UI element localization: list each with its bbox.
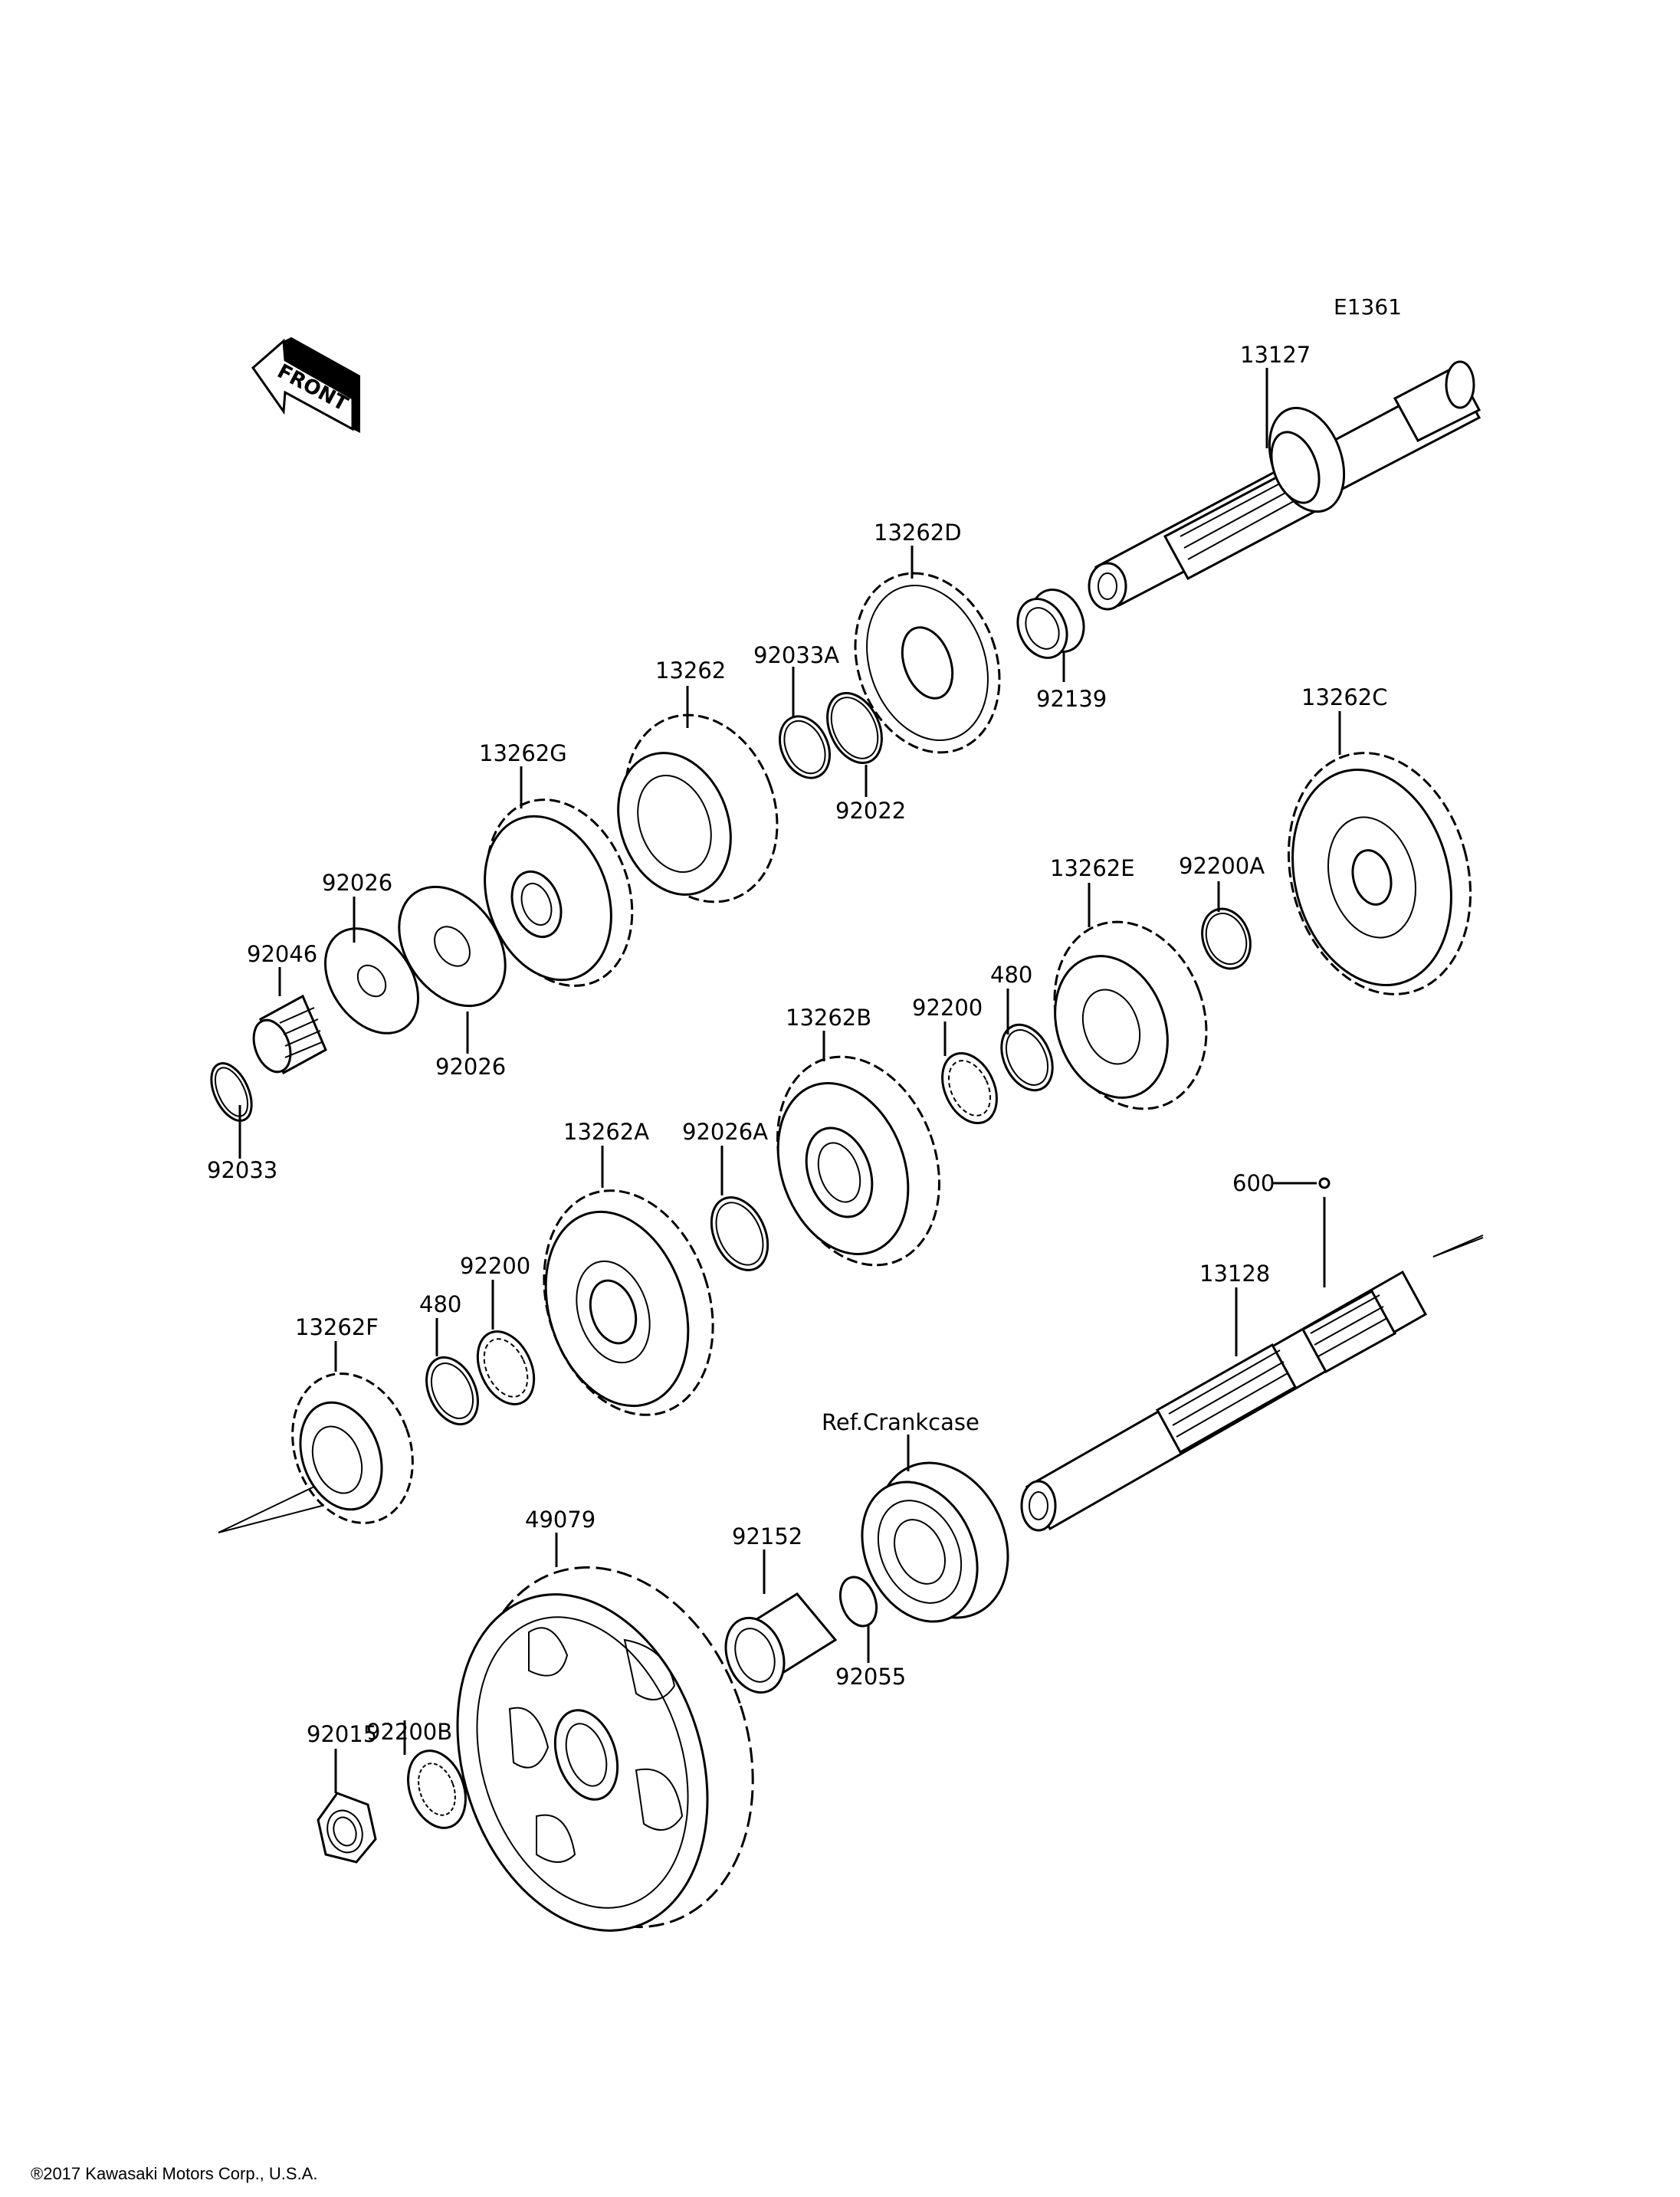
washer-92200-lower[interactable] [467,1323,545,1414]
gear-13262C[interactable] [1263,733,1497,1015]
part-label-600[interactable]: 600 [1232,1170,1275,1196]
circlip-92033[interactable] [203,1057,260,1126]
part-label-49079[interactable]: 49079 [525,1507,596,1533]
diagram-id: E1361 [1334,294,1402,320]
washer-92200A[interactable] [1194,902,1258,976]
part-label-13262G[interactable]: 13262G [479,740,567,766]
circlip-92033A[interactable] [770,708,839,785]
gear-13262E[interactable] [1029,900,1232,1130]
part-label-13262E[interactable]: 13262E [1050,855,1135,881]
o-ring-92055[interactable] [834,1572,883,1631]
part-label-92033A[interactable]: 92033A [753,642,839,668]
gear-13262G[interactable] [462,779,658,1006]
bushing-92139[interactable] [1009,581,1094,666]
part-label-92200-lower[interactable]: 92200 [460,1253,530,1279]
lock-washer-92200B[interactable] [398,1743,475,1836]
crankcase-bearing[interactable] [840,1441,1032,1641]
nut-92015[interactable] [317,1792,377,1864]
washer-92026-bottom[interactable] [377,867,527,1026]
circlip-480-upper[interactable] [992,1017,1062,1099]
washer-92026-top[interactable] [306,911,437,1051]
washer-92022[interactable] [817,684,893,772]
part-label-92022[interactable]: 92022 [835,798,906,824]
ref-label-crankcase[interactable]: Ref.Crankcase [822,1409,979,1435]
washer-92026A[interactable] [701,1189,779,1280]
part-label-13128[interactable]: 13128 [1199,1261,1270,1287]
gear-13262D[interactable] [831,553,1023,772]
copyright-notice: ®2017 Kawasaki Motors Corp., U.S.A. [31,2164,318,2183]
part-label-92200A[interactable]: 92200A [1179,853,1265,879]
gear-13262[interactable] [599,694,802,923]
part-label-92200-upper[interactable]: 92200 [912,995,983,1021]
part-label-92026-bottom[interactable]: 92026 [435,1054,506,1080]
part-label-480-upper[interactable]: 480 [990,962,1032,988]
part-label-92033[interactable]: 92033 [207,1157,277,1183]
axis-marker [218,1486,323,1533]
gear-13262B[interactable] [750,1034,967,1288]
part-label-92046[interactable]: 92046 [247,941,317,967]
part-label-13262D[interactable]: 13262D [874,520,962,546]
part-label-13262A[interactable]: 13262A [563,1119,649,1145]
sprocket-49079[interactable] [416,1531,798,1964]
part-label-92026A[interactable]: 92026A [682,1119,768,1145]
needle-bearing-92046[interactable] [247,994,327,1077]
front-arrow-icon: FRONT [251,337,360,433]
gear-13262F[interactable] [272,1356,432,1540]
main-shaft-13127[interactable] [1088,360,1481,611]
part-label-92152[interactable]: 92152 [732,1523,802,1549]
part-label-13127[interactable]: 13127 [1240,342,1311,368]
part-label-92015[interactable]: 92015 [307,1721,377,1747]
gear-13262A[interactable] [517,1169,740,1437]
part-label-13262C[interactable]: 13262C [1301,684,1388,710]
output-shaft-13128[interactable] [1020,1270,1428,1532]
circlip-480-lower[interactable] [416,1349,487,1433]
part-label-13262[interactable]: 13262 [655,657,726,684]
part-label-92026-top[interactable]: 92026 [322,870,392,896]
washer-92200-upper[interactable] [932,1044,1008,1132]
axis-marker [1432,1235,1484,1258]
part-label-480-lower[interactable]: 480 [419,1291,461,1317]
part-label-92139[interactable]: 92139 [1036,686,1107,712]
part-label-13262B[interactable]: 13262B [786,1005,871,1031]
collar-92152[interactable] [716,1592,838,1700]
part-label-92055[interactable]: 92055 [835,1664,906,1690]
lubrication-point-icon [1318,1177,1331,1189]
part-label-13262F[interactable]: 13262F [295,1314,379,1340]
part-label-92200B[interactable]: 92200B [366,1719,452,1745]
